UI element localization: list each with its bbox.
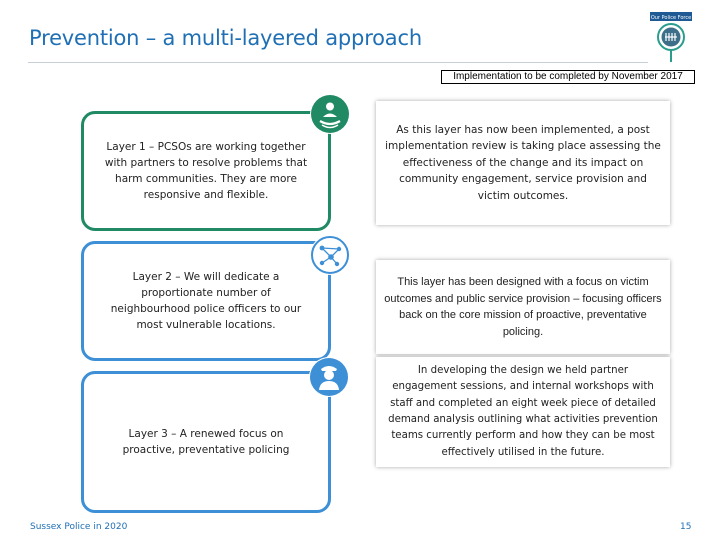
implementation-note: Implementation to be completed by Novemb… [441,70,695,84]
layer-2-text: Layer 2 – We will dedicate a proportiona… [110,271,302,331]
footer-label: Sussex Police in 2020 [30,522,128,532]
layer-1-box: Layer 1 – PCSOs are working together wit… [81,111,331,231]
layer-2-description-text: This layer has been designed with a focu… [384,276,662,338]
layer-3-description-text: In developing the design we held partner… [388,365,658,458]
layer-2-description: This layer has been designed with a focu… [376,260,670,354]
layer-1-description-text: As this layer has now been implemented, … [385,123,661,202]
police-logo: Our Police Force [650,12,692,62]
layer-3-box: Layer 3 – A renewed focus on proactive, … [81,371,331,513]
officer-icon [309,357,349,397]
layer-2-box: Layer 2 – We will dedicate a proportiona… [81,241,331,361]
layer-1-text: Layer 1 – PCSOs are working together wit… [104,141,308,201]
network-icon [310,235,350,275]
title-divider [28,62,648,63]
svg-text:Our Police Force: Our Police Force [651,15,691,21]
community-icon [310,94,350,134]
page-title: Prevention – a multi-layered approach [29,26,422,50]
layer-3-text: Layer 3 – A renewed focus on proactive, … [122,428,290,456]
layer-1-description: As this layer has now been implemented, … [376,101,670,225]
layer-3-description: In developing the design we held partner… [376,357,670,467]
page-number: 15 [680,522,692,532]
